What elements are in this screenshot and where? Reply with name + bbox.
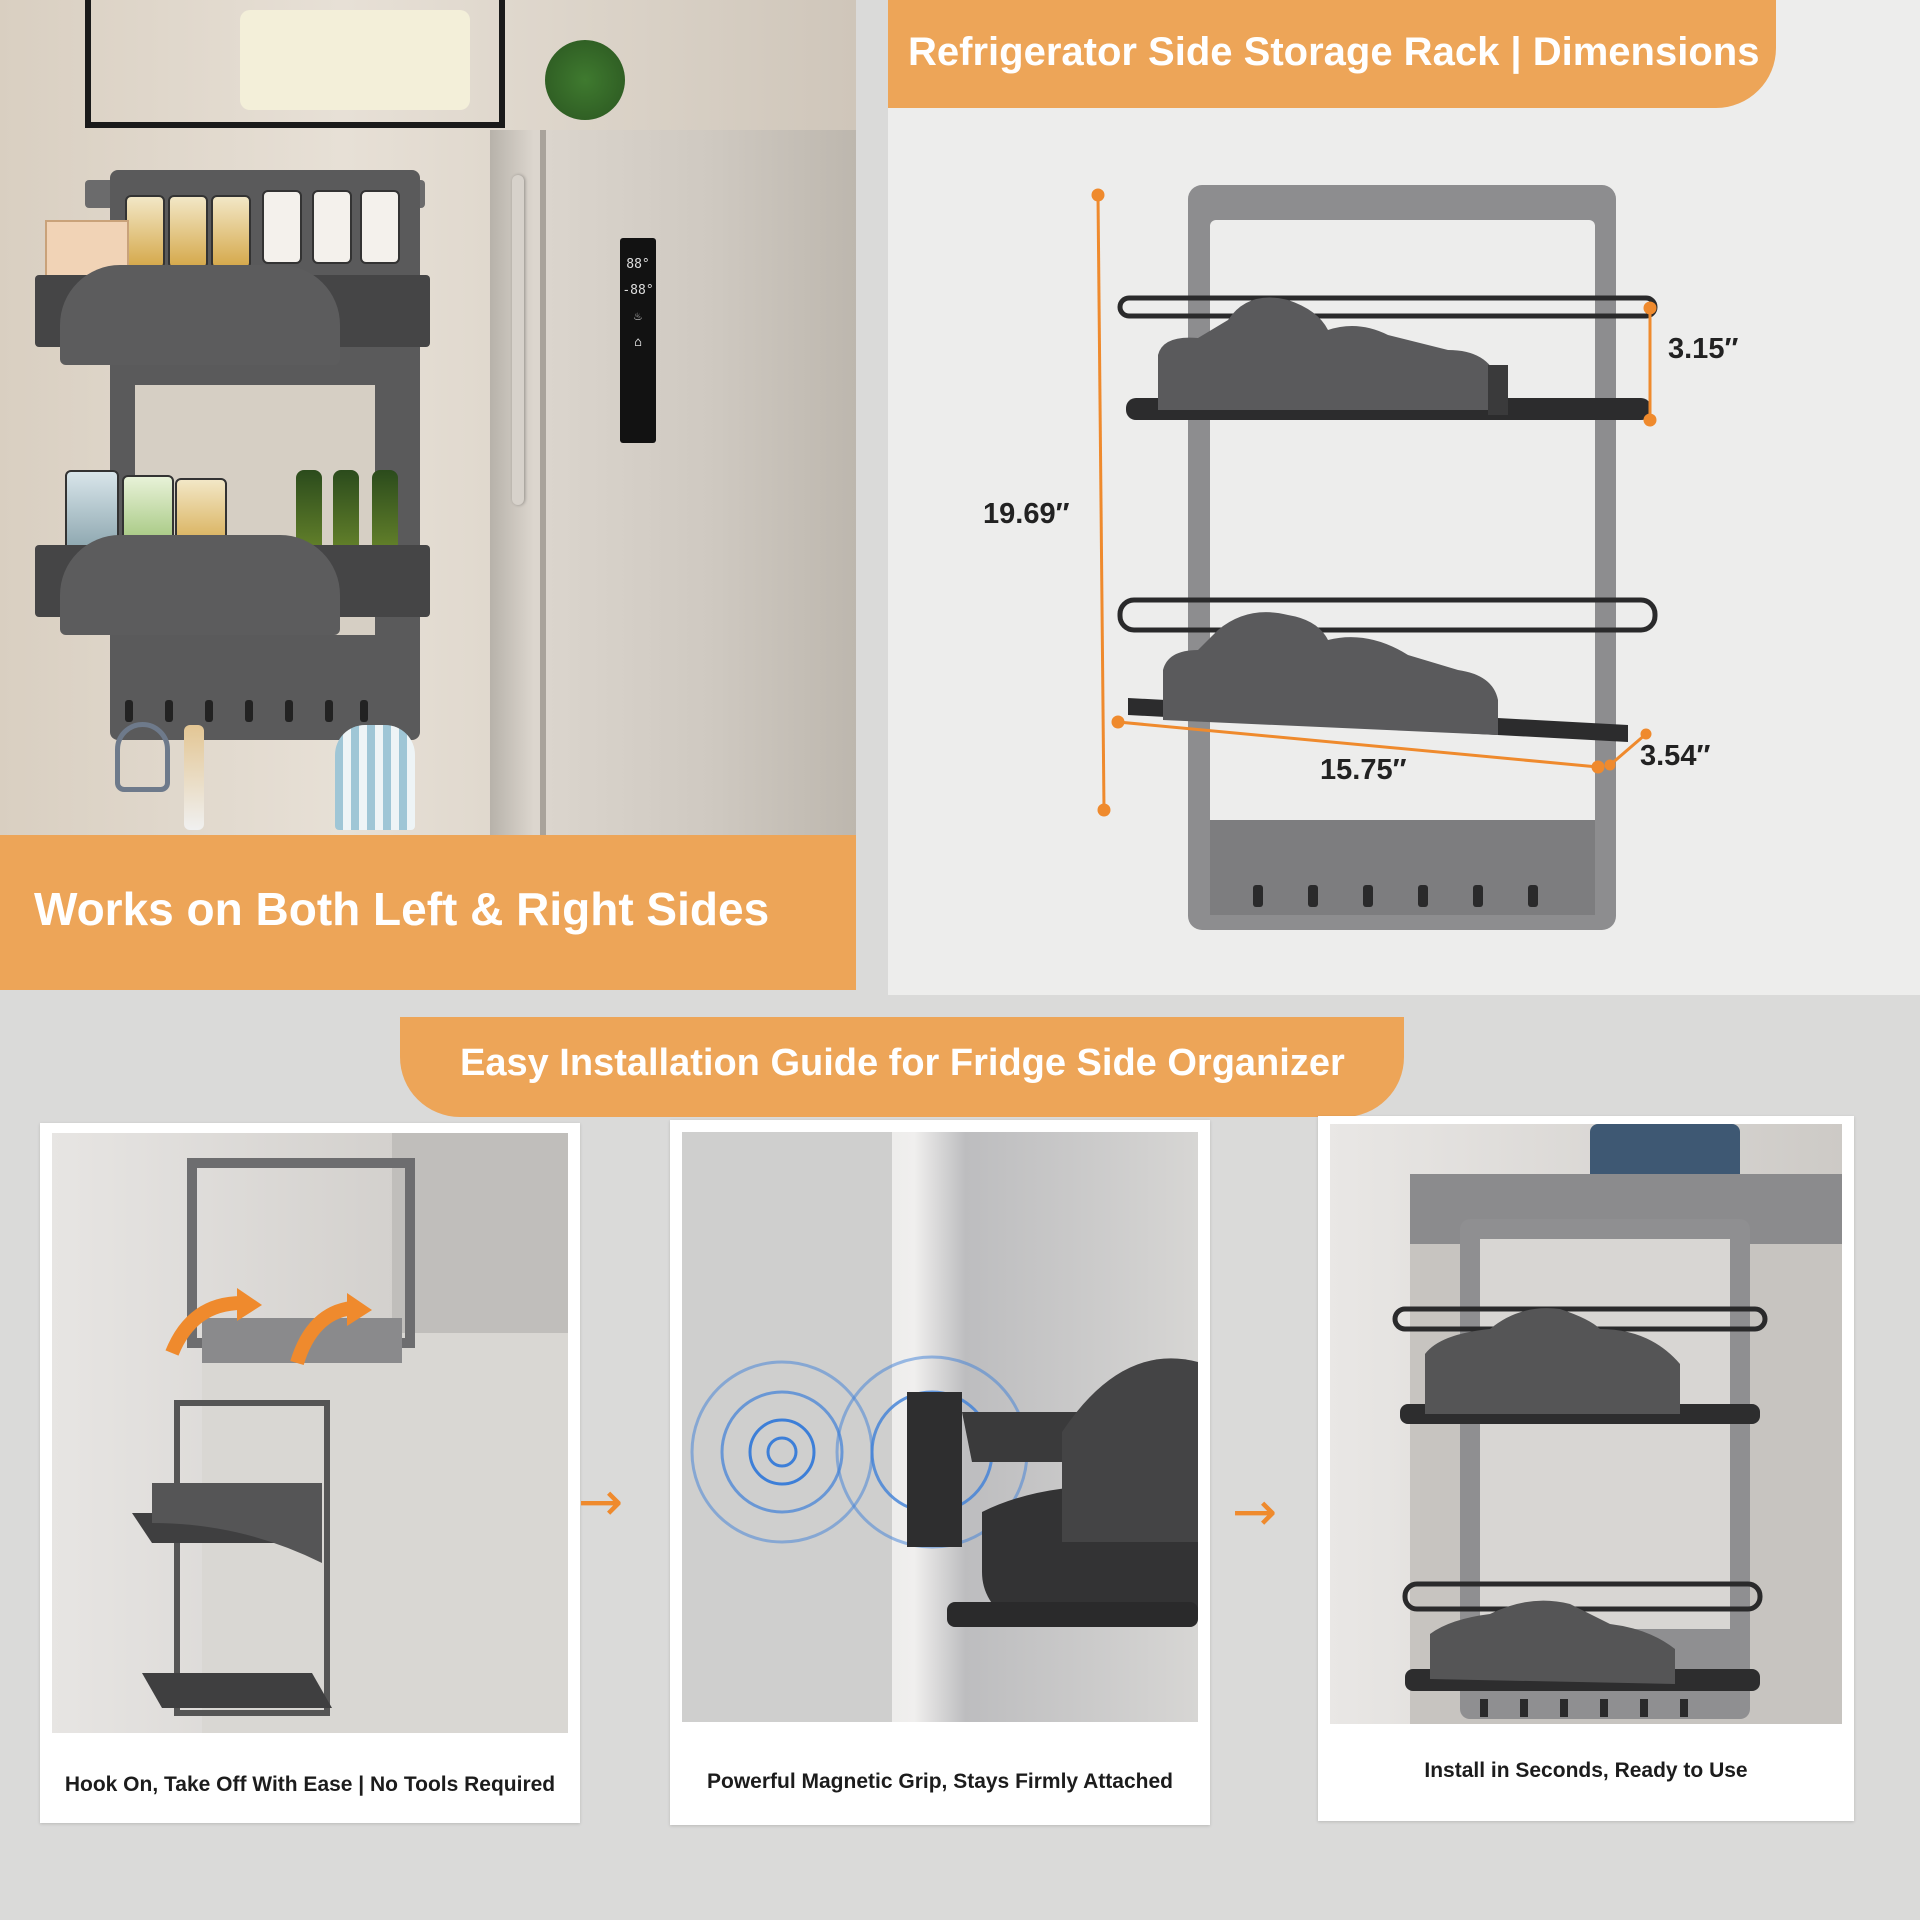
top-shelf-frame	[85, 0, 505, 128]
display-reading-4: ⌂	[634, 335, 642, 350]
dimension-lines	[1091, 188, 1657, 817]
spice-jar	[125, 195, 165, 269]
hook-on-illustration	[132, 1133, 568, 1733]
display-reading-2: -88°	[622, 283, 654, 298]
install-step-3-photo	[1330, 1124, 1842, 1724]
installed-rack-illustration	[1392, 1124, 1842, 1724]
install-step-2-photo	[682, 1132, 1198, 1722]
utensil-hook	[165, 700, 173, 722]
utensil-hook	[285, 700, 293, 722]
utensil-hook	[360, 700, 368, 722]
install-step-1-caption: Hook On, Take Off With Ease | No Tools R…	[64, 1773, 556, 1796]
peeler	[184, 725, 204, 830]
display-reading-3: ♨	[634, 309, 642, 324]
depth-dimension-label: 3.54″	[1640, 740, 1711, 772]
utensil-hook	[325, 700, 333, 722]
refrigerator	[490, 130, 856, 835]
fridge-door-seam	[540, 130, 546, 835]
shelf-gap-dimension-label: 3.15″	[1668, 333, 1739, 365]
utensil-hook	[205, 700, 213, 722]
height-dimension-label: 19.69″	[983, 498, 1070, 530]
install-step-3-caption: Install in Seconds, Ready to Use	[1424, 1759, 1748, 1782]
install-title-banner	[400, 1017, 1404, 1117]
fridge-control-display: 88° -88° ♨ ⌂	[620, 238, 656, 443]
display-reading-1: 88°	[626, 257, 650, 272]
hero-caption-banner	[0, 835, 856, 990]
install-step-1-photo	[52, 1133, 568, 1733]
step-arrow-2: →	[1232, 1480, 1278, 1543]
paper-cup	[312, 190, 352, 264]
spice-jar	[168, 195, 208, 269]
lower-basket-front	[60, 535, 340, 635]
paper-cup	[360, 190, 400, 264]
rack-dimension-drawing	[1091, 185, 1658, 930]
rack-hooks	[1253, 885, 1538, 907]
potted-plant	[545, 40, 625, 120]
install-step-3-card: Install in Seconds, Ready to Use	[1318, 1116, 1854, 1821]
upper-basket-front	[60, 265, 340, 365]
step-arrow-1: →	[578, 1470, 624, 1533]
install-title: Easy Installation Guide for Fridge Side …	[460, 1042, 1345, 1084]
paper-cup	[262, 190, 302, 264]
dimensions-title-banner	[888, 0, 1776, 108]
spice-jar	[211, 195, 251, 269]
utensil-hook	[245, 700, 253, 722]
storage-container	[240, 10, 470, 110]
install-step-2-caption: Powerful Magnetic Grip, Stays Firmly Att…	[707, 1770, 1173, 1793]
hero-caption: Works on Both Left & Right Sides	[34, 883, 770, 935]
install-step-2-card: Powerful Magnetic Grip, Stays Firmly Att…	[670, 1120, 1210, 1825]
install-step-1-card: Hook On, Take Off With Ease | No Tools R…	[40, 1123, 580, 1823]
lower-shelf	[1117, 597, 1658, 742]
utensil-hook	[125, 700, 133, 722]
magnetic-grip-illustration	[682, 1132, 1198, 1722]
scissors	[115, 722, 170, 792]
dimensions-title: Refrigerator Side Storage Rack | Dimensi…	[908, 30, 1760, 74]
oven-mitt	[335, 725, 415, 830]
fridge-handle	[512, 175, 524, 505]
width-dimension-label: 15.75″	[1320, 754, 1407, 786]
hero-photo-panel: 88° -88° ♨ ⌂ Works on Both Left & Right …	[0, 0, 856, 990]
